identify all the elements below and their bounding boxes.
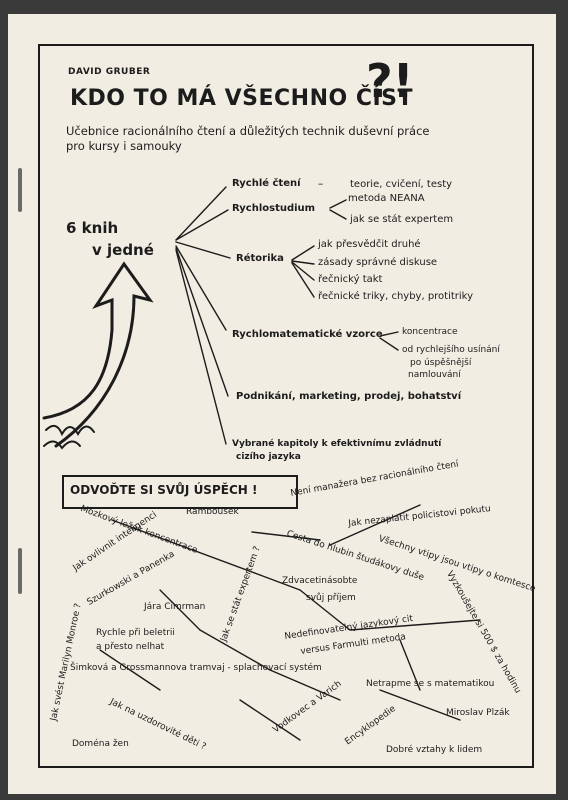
sub-line-vzorce-2 <box>379 337 399 351</box>
connector-line <box>259 574 301 591</box>
topic-detail: namlouvání <box>408 370 461 380</box>
topic-detail: metoda NEANA <box>348 193 425 204</box>
phrase: a přesto nelhat <box>96 642 165 652</box>
topic-detail: jak přesvědčit druhé <box>318 239 421 250</box>
connector-line <box>99 649 161 691</box>
branch-line-6 <box>175 249 227 445</box>
phrase: Doména žen <box>72 739 129 749</box>
staple-bottom <box>18 548 22 594</box>
topic-kapitoly-line-1: Vybrané kapitoly k efektivnímu zvládnutí <box>232 439 442 449</box>
title-mark: ?! <box>366 54 414 108</box>
books-count-line-2: v jedné <box>92 241 154 259</box>
branch-line-3 <box>175 241 231 259</box>
phrase: Rambousek <box>186 507 239 517</box>
phrase: Miroslav Plzák <box>446 708 510 718</box>
phrase: Jára Cimrman <box>144 602 206 612</box>
sub-line-rychlostudium-1 <box>329 199 347 209</box>
topic-detail: řečnický takt <box>318 274 383 285</box>
books-count-line-1: 6 knih <box>66 219 119 237</box>
phrase: Dobré vztahy k lidem <box>386 745 483 755</box>
phrase: Zdvacetinásobte <box>282 576 358 586</box>
book-title: KDO TO MÁ VŠECHNO ČÍST <box>70 86 414 111</box>
big-arrow <box>42 261 154 448</box>
topic-podnikani: Podnikání, marketing, prodej, bohatství <box>236 391 462 402</box>
connector-line <box>111 519 261 576</box>
connector-line <box>399 639 421 691</box>
branch-line-5 <box>175 247 229 397</box>
connector-line <box>349 619 481 631</box>
branch-line-1 <box>175 186 227 241</box>
phrase: Šimková a Grossmannova tramvaj - splacho… <box>70 663 322 673</box>
phrase: Netrapme se s matematikou <box>366 679 495 689</box>
topic-detail: zásady správné diskuse <box>318 257 438 268</box>
branch-line-2 <box>175 209 229 241</box>
topic-detail: od rychlejšího usínání <box>402 345 500 355</box>
author-name: DAVID GRUBER <box>68 67 151 77</box>
connector-line <box>299 589 351 631</box>
subtitle-line-2: pro kursy i samouky <box>66 139 182 153</box>
cover-frame <box>38 44 534 768</box>
connector-line <box>199 629 271 671</box>
sub-line-retorika-1 <box>291 245 315 261</box>
connector-line <box>251 531 321 541</box>
topic-detail: teorie, cvičení, testy <box>350 179 453 190</box>
phrase: Rychle při beletrii <box>96 628 175 638</box>
connector-line <box>159 589 201 631</box>
topic-detail: jak se stát expertem <box>350 214 454 225</box>
success-heading: ODVOĎTE SI SVŮJ ÚSPĚCH ! <box>70 483 258 497</box>
topic-retorika: Rétorika <box>236 253 284 264</box>
topic-rychlostudium: Rychlostudium <box>232 203 316 214</box>
connector-line <box>379 689 461 721</box>
sub-line-retorika-4 <box>291 262 315 298</box>
sub-line-retorika-3 <box>291 261 315 281</box>
arrow-scribble <box>43 424 95 450</box>
topic-detail: řečnické triky, chyby, protitriky <box>318 291 474 302</box>
sub-line-retorika-2 <box>291 260 315 265</box>
topic-kapitoly-line-2: cizího jazyka <box>236 452 301 462</box>
sub-line-vzorce-1 <box>379 331 399 337</box>
topic-rychle-cteni: Rychlé čtení <box>232 178 301 189</box>
subtitle-line-1: Učebnice racionálního čtení a důležitých… <box>66 124 430 138</box>
staple-top <box>18 168 22 212</box>
connector-line <box>239 699 301 741</box>
topic-detail: koncentrace <box>402 327 458 337</box>
topic-dash: – <box>318 178 324 190</box>
topic-detail: po úspěšnější <box>410 358 472 368</box>
success-heading-box <box>62 475 298 509</box>
phrase: svůj příjem <box>306 593 356 603</box>
sub-line-rychlostudium-2 <box>329 209 347 220</box>
topic-rychlomatematicke-vzorce: Rychlomatematické vzorce <box>232 329 383 340</box>
branch-line-4 <box>175 245 227 331</box>
connector-line <box>269 669 341 701</box>
connector-line <box>329 504 421 546</box>
